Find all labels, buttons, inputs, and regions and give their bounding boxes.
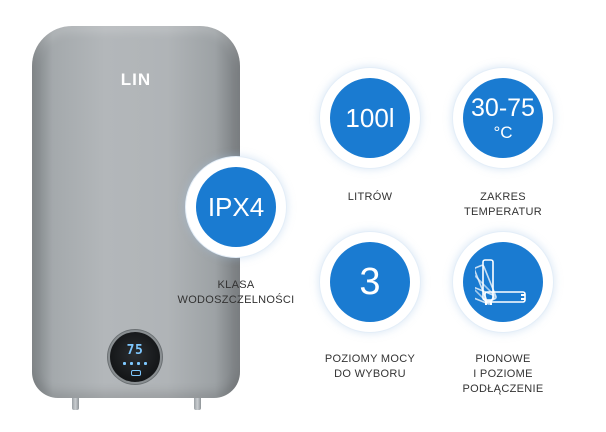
feature-mounting-badge [453, 232, 553, 332]
feature-capacity-label: LITRÓW [347, 191, 393, 203]
feature-temperature-label: ZAKRES TEMPERATUR [464, 191, 542, 218]
pipe-right [194, 398, 201, 410]
feature-power-circle: 3 [330, 242, 410, 322]
feature-capacity-circle: 100l [330, 78, 410, 158]
display-indicators [123, 362, 147, 368]
feature-power-badge: 3 [320, 232, 420, 332]
feature-ipx4-value: IPX4 [207, 192, 265, 222]
brand-logo: LIN [120, 70, 152, 89]
feature-temperature-badge: 30-75 °C [453, 68, 553, 168]
pipe-left [72, 398, 79, 410]
feature-temperature-unit: °C [493, 122, 513, 142]
vertical-horizontal-mount-icon [475, 259, 526, 305]
control-display: 75 [110, 332, 160, 382]
display-temperature: 75 [126, 343, 144, 358]
feature-mounting-circle [463, 242, 543, 322]
feature-capacity-badge: 100l [320, 68, 420, 168]
display-button-icon [131, 370, 141, 376]
feature-mounting-label: PIONOWE I POZIOME PODŁĄCZENIE [462, 353, 544, 395]
feature-capacity-value: 100l [345, 103, 395, 133]
feature-temperature-value: 30-75 [471, 93, 535, 122]
feature-power-label: POZIOMY MOCY DO WYBORU [324, 353, 416, 380]
feature-power-value: 3 [359, 261, 381, 303]
feature-ipx4-label: KLASA WODOSZCZELNOŚCI [177, 279, 295, 306]
feature-ipx4-badge: IPX4 [186, 157, 286, 257]
feature-ipx4-circle: IPX4 [196, 167, 276, 247]
feature-temperature-circle: 30-75 °C [463, 78, 543, 158]
